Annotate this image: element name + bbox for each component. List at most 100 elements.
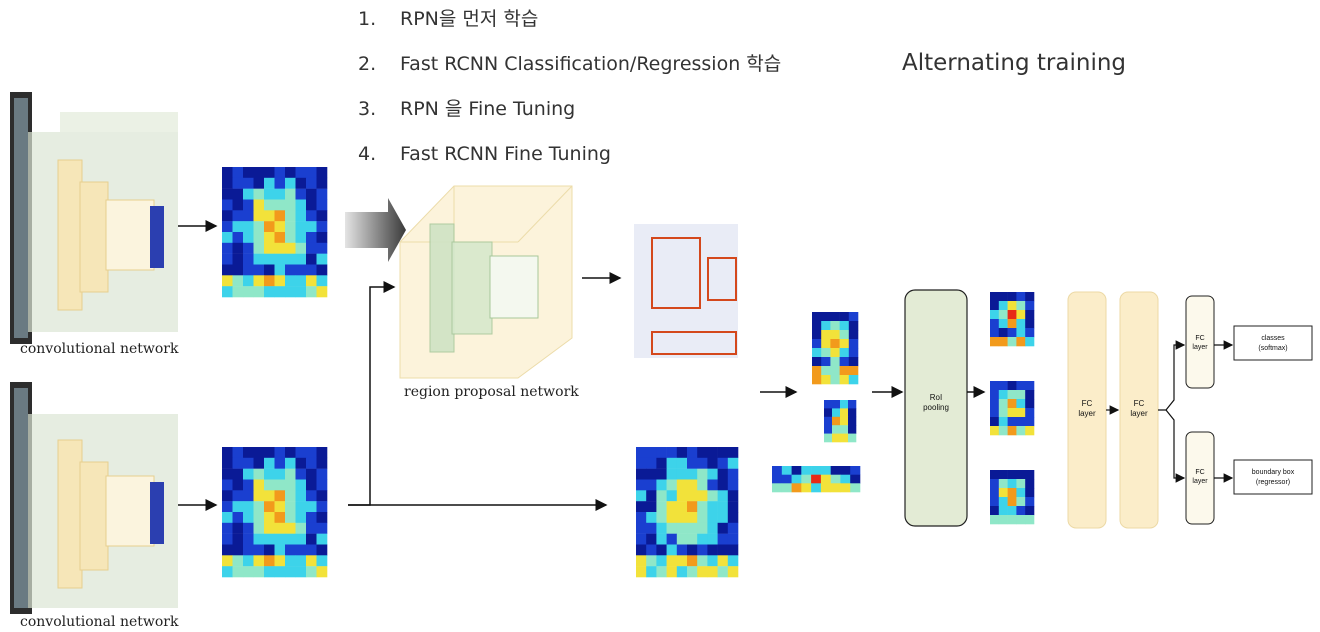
heatmap-cell bbox=[707, 522, 718, 534]
fc-label-line2: layer bbox=[1192, 344, 1208, 351]
heatmap-cell bbox=[232, 457, 244, 469]
heatmap-cell bbox=[285, 468, 296, 480]
bbox-label: boundary box bbox=[1252, 469, 1295, 476]
heatmap-cell bbox=[839, 357, 850, 367]
heatmap-cell bbox=[316, 232, 328, 244]
rpn-layer-block bbox=[451, 241, 493, 335]
heatmap-cell bbox=[666, 522, 678, 534]
heatmap-cell bbox=[998, 515, 1008, 525]
heatmap-cell bbox=[666, 447, 678, 459]
heatmap-cell bbox=[676, 512, 688, 524]
heatmap-cell bbox=[274, 468, 286, 480]
heatmap-cell bbox=[998, 470, 1008, 480]
heatmap-cell bbox=[274, 566, 286, 578]
heatmap-cell bbox=[717, 447, 729, 459]
heatmap-cell bbox=[316, 199, 328, 211]
heatmap-cell bbox=[243, 167, 254, 179]
heatmap-cell bbox=[707, 447, 718, 459]
heatmap-cell bbox=[232, 232, 244, 244]
heatmap-cell bbox=[232, 167, 244, 179]
heatmap-cell bbox=[274, 253, 286, 265]
heatmap-cell bbox=[285, 188, 296, 200]
feature-map-top bbox=[222, 167, 328, 298]
heatmap-cell bbox=[232, 566, 244, 578]
heatmap-cell bbox=[316, 533, 328, 545]
heatmap-cell bbox=[285, 512, 296, 524]
heatmap-cell bbox=[253, 232, 265, 244]
heatmap-cell bbox=[666, 555, 678, 567]
heatmap-cell bbox=[264, 199, 275, 211]
heatmap-cell bbox=[306, 275, 317, 287]
heatmap-cell bbox=[222, 457, 233, 469]
heatmap-cell bbox=[232, 286, 244, 298]
heatmap-cell bbox=[656, 479, 667, 491]
heatmap-cell bbox=[998, 337, 1008, 347]
heatmap-cell bbox=[1025, 301, 1035, 311]
heatmap-cell bbox=[646, 447, 657, 459]
heatmap-cell bbox=[687, 555, 698, 567]
heatmap-cell bbox=[727, 468, 739, 480]
heatmap-cell bbox=[848, 400, 857, 409]
heatmap-cell bbox=[990, 310, 1000, 320]
heatmap-cell bbox=[727, 544, 739, 556]
heatmap-cell bbox=[821, 339, 831, 349]
heatmap-cell bbox=[666, 566, 678, 578]
heatmap-cell bbox=[687, 566, 698, 578]
heatmap-cell bbox=[306, 286, 317, 298]
heatmap-cell bbox=[222, 264, 233, 276]
heatmap-cell bbox=[264, 242, 275, 254]
heatmap-cell bbox=[998, 310, 1008, 320]
heatmap-cell bbox=[697, 447, 708, 459]
heatmap-cell bbox=[1016, 426, 1026, 436]
fc-layer-2: FC layer bbox=[1119, 291, 1159, 529]
heatmap-cell bbox=[264, 468, 275, 480]
heatmap-cell bbox=[727, 479, 739, 491]
heatmap-cell bbox=[306, 199, 317, 211]
heatmap-cell bbox=[830, 348, 840, 358]
heatmap-cell bbox=[848, 425, 857, 434]
heatmap-cell bbox=[253, 275, 265, 287]
heatmap-cell bbox=[656, 447, 667, 459]
heatmap-cell bbox=[253, 457, 265, 469]
heatmap-cell bbox=[656, 544, 667, 556]
heatmap-cell bbox=[636, 457, 647, 469]
heatmap-cell bbox=[243, 566, 254, 578]
step-text: RPN을 먼저 학습 bbox=[400, 8, 539, 30]
heatmap-cell bbox=[243, 210, 254, 222]
heatmap-cell bbox=[1007, 399, 1017, 409]
heatmap-cell bbox=[285, 447, 296, 459]
heatmap-cell bbox=[243, 232, 254, 244]
heatmap-cell bbox=[998, 381, 1008, 391]
heatmap-cell bbox=[316, 242, 328, 254]
heatmap-cell bbox=[666, 479, 678, 491]
heatmap-cell bbox=[1025, 399, 1035, 409]
heatmap-cell bbox=[306, 167, 317, 179]
heatmap-cell bbox=[285, 457, 296, 469]
heatmap-cell bbox=[274, 199, 286, 211]
heatmap-cell bbox=[821, 375, 831, 385]
heatmap-cell bbox=[727, 447, 739, 459]
heatmap-cell bbox=[285, 555, 296, 567]
heatmap-cell bbox=[1007, 417, 1017, 427]
heatmap-cell bbox=[264, 447, 275, 459]
heatmap-cell bbox=[232, 221, 244, 233]
classes-sub-label: (softmax) bbox=[1258, 345, 1287, 352]
heatmap-cell bbox=[812, 357, 822, 367]
heatmap-cell bbox=[656, 501, 667, 513]
roi-feature-crop bbox=[812, 312, 859, 385]
heatmap-cell bbox=[285, 242, 296, 254]
heatmap-cell bbox=[274, 544, 286, 556]
heatmap-cell bbox=[1007, 470, 1017, 480]
heatmap-cell bbox=[850, 483, 861, 493]
heatmap-cell bbox=[232, 210, 244, 222]
heatmap-cell bbox=[253, 566, 265, 578]
heatmap-cell bbox=[1007, 479, 1017, 489]
heatmap-cell bbox=[243, 253, 254, 265]
fc-label-line1: FC bbox=[1195, 335, 1204, 342]
heatmap-cell bbox=[717, 533, 729, 545]
heatmap-cell bbox=[1016, 319, 1026, 329]
heatmap-cell bbox=[243, 275, 254, 287]
heatmap-cell bbox=[636, 522, 647, 534]
heatmap-cell bbox=[707, 555, 718, 567]
heatmap-cell bbox=[295, 566, 307, 578]
